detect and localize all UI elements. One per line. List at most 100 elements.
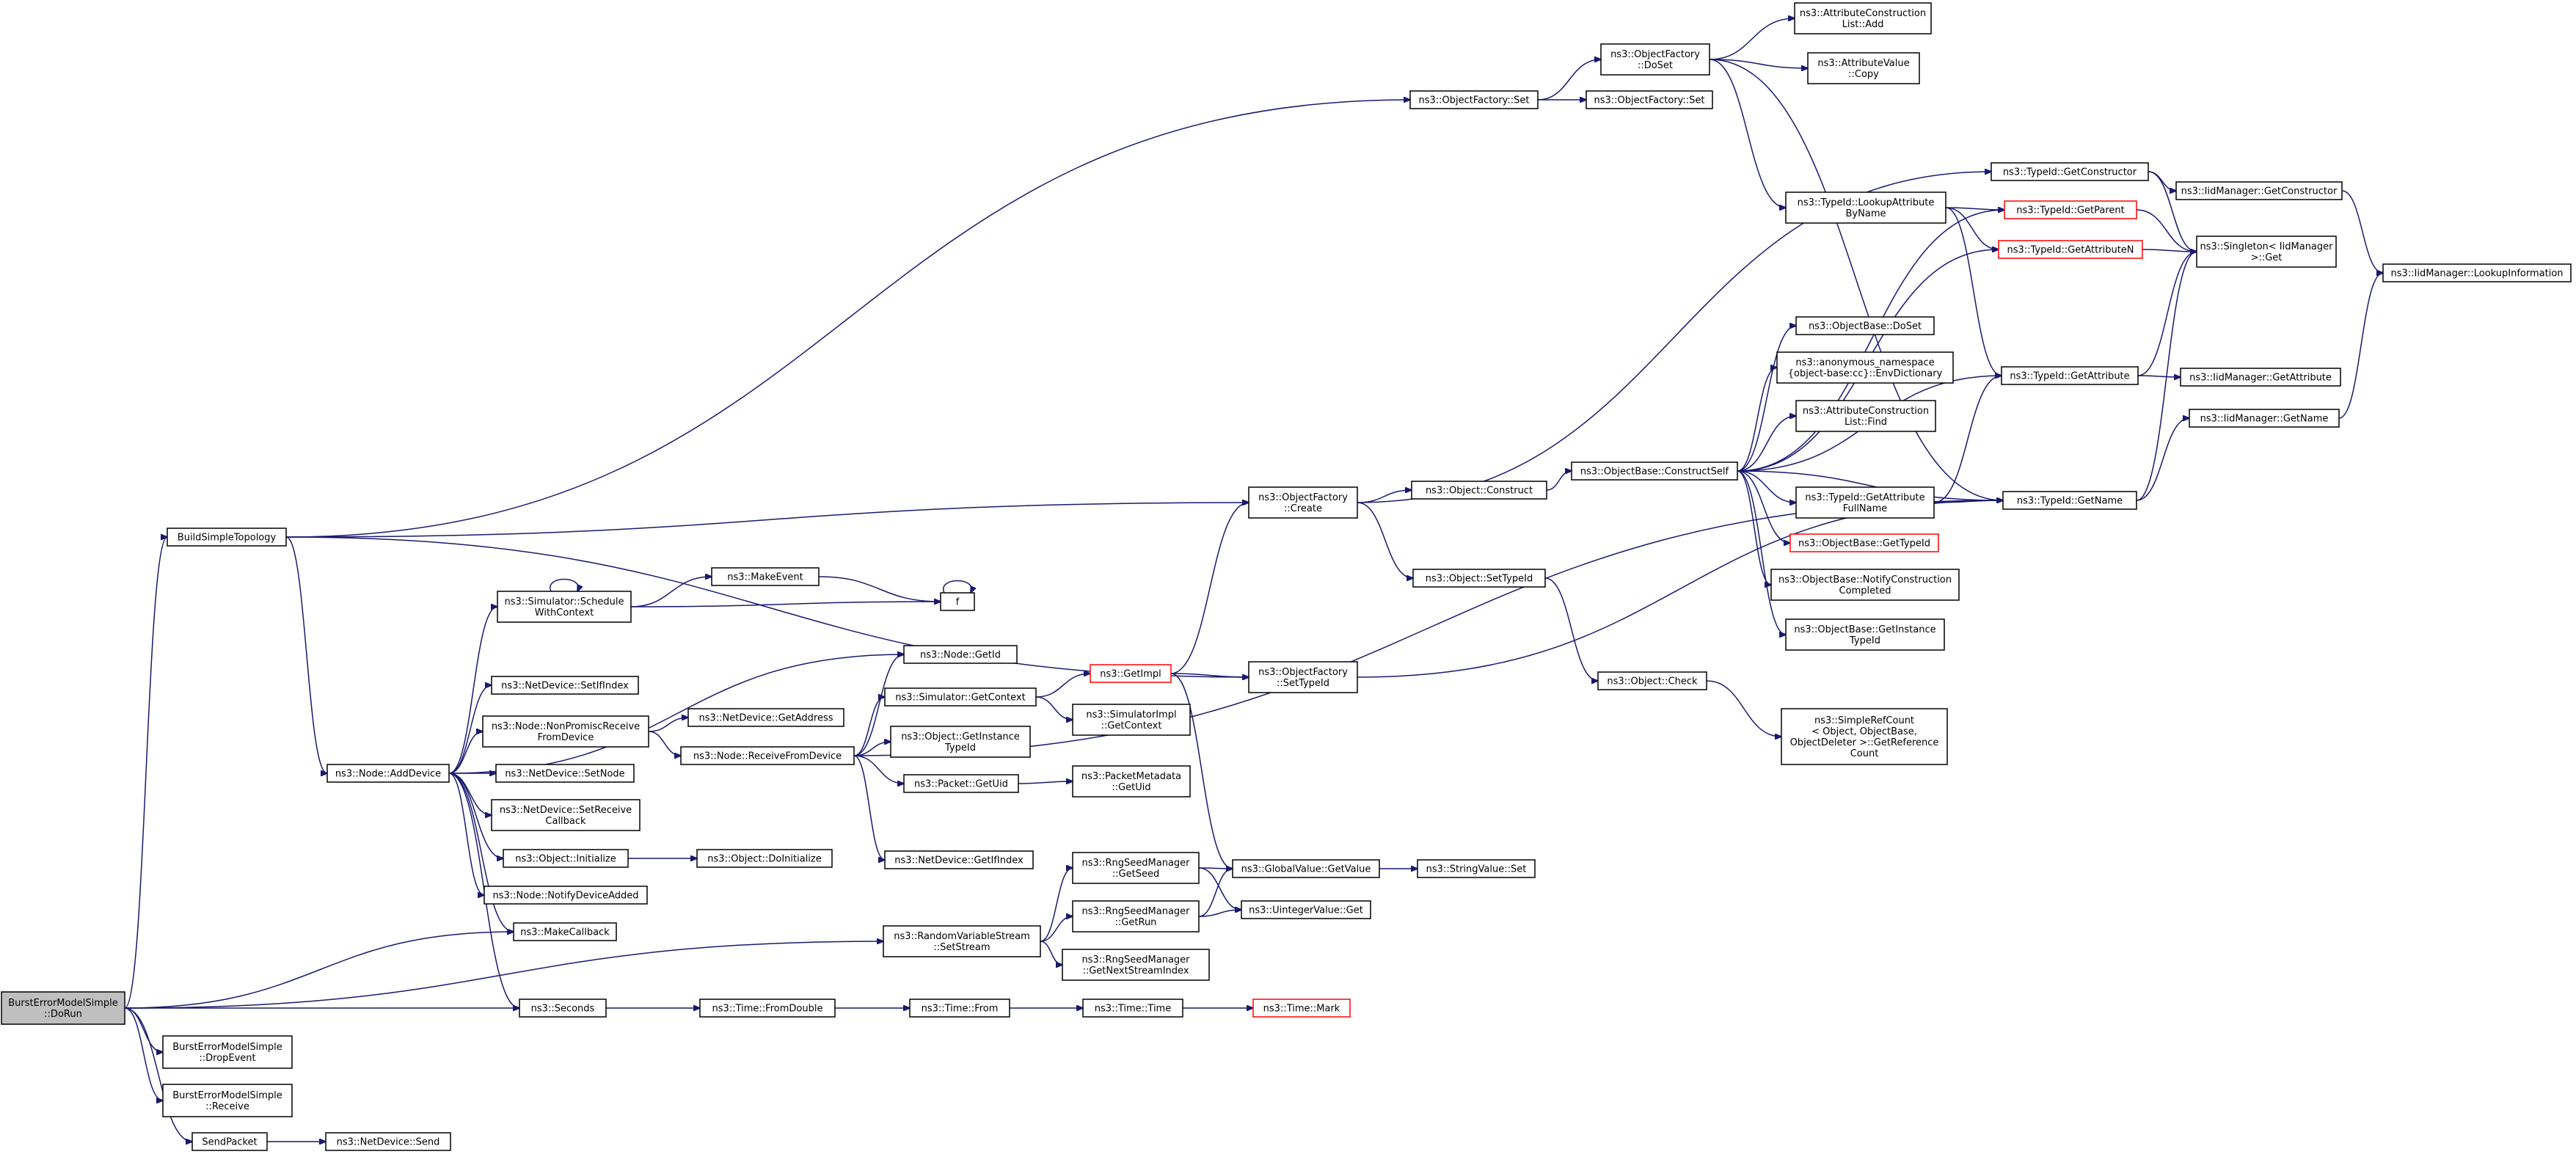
node-rsmnext[interactable]: ns3::RngSeedManager::GetNextStreamIndex: [1062, 949, 1210, 981]
node-timetime[interactable]: ns3::Time::Time: [1082, 999, 1183, 1018]
node-uintget[interactable]: ns3::UintegerValue::Get: [1241, 900, 1371, 919]
node-label: ::Receive: [205, 1101, 249, 1112]
node-ofset[interactable]: ns3::ObjectFactory::Set: [1409, 90, 1539, 109]
node-rsmseed[interactable]: ns3::RngSeedManager::GetSeed: [1072, 852, 1200, 884]
node-tidgetctor[interactable]: ns3::TypeId::GetConstructor: [1991, 162, 2149, 181]
node-label: BurstErrorModelSimple: [172, 1090, 282, 1101]
node-singleton[interactable]: ns3::Singleton< IidManager>::Get: [2196, 236, 2337, 268]
node-ndsend[interactable]: ns3::NetDevice::Send: [325, 1132, 451, 1151]
node-ofcreate[interactable]: ns3::ObjectFactory::Create: [1248, 486, 1358, 519]
node-setifindex[interactable]: ns3::NetDevice::SetIfIndex: [491, 676, 639, 695]
edge-tidlab-to-tidgetattrn: [1945, 207, 1999, 249]
edge-adddev-to-schedwc: [448, 607, 497, 774]
node-objsettid[interactable]: ns3::Object::SetTypeId: [1412, 569, 1546, 588]
node-label: >::Get: [2251, 252, 2283, 263]
node-iidgetname[interactable]: ns3::IidManager::GetName: [2189, 409, 2340, 428]
node-strset[interactable]: ns3::StringValue::Set: [1417, 859, 1536, 878]
node-objconstruct[interactable]: ns3::Object::Construct: [1411, 481, 1547, 500]
node-obnotify[interactable]: ns3::ObjectBase::NotifyConstructionCompl…: [1770, 569, 1960, 601]
node-setnode[interactable]: ns3::NetDevice::SetNode: [495, 764, 635, 783]
node-getaddr[interactable]: ns3::NetDevice::GetAddress: [687, 708, 844, 727]
node-sendpkt[interactable]: SendPacket: [191, 1132, 268, 1151]
node-drop[interactable]: BurstErrorModelSimple::DropEvent: [162, 1035, 293, 1069]
node-simgetctx[interactable]: ns3::Simulator::GetContext: [884, 687, 1037, 707]
node-getimpl[interactable]: ns3::GetImpl: [1090, 664, 1172, 683]
node-nodegetid[interactable]: ns3::Node::GetId: [903, 645, 1018, 664]
node-box: [890, 726, 1031, 758]
node-label: ns3::SimpleRefCount: [1814, 715, 1914, 726]
node-rfd[interactable]: ns3::Node::ReceiveFromDevice: [680, 746, 855, 765]
node-iidgetattr[interactable]: ns3::IidManager::GetAttribute: [2180, 368, 2341, 387]
edge-obcs-to-obgettid: [1737, 470, 1790, 543]
node-objinit[interactable]: ns3::Object::Initialize: [503, 849, 629, 868]
node-avcopy[interactable]: ns3::AttributeValue::Copy: [1807, 52, 1920, 84]
node-rvs[interactable]: ns3::RandomVariableStream::SetStream: [883, 925, 1041, 957]
node-makecb[interactable]: ns3::MakeCallback: [513, 922, 617, 941]
node-siimplctx[interactable]: ns3::SimulatorImpl::GetContext: [1072, 704, 1191, 736]
node-label: ns3::PacketMetadata: [1081, 771, 1181, 782]
node-root[interactable]: BurstErrorModelSimple::DoRun: [1, 991, 125, 1025]
edge-ofcreate-to-objconstruct: [1357, 490, 1412, 503]
node-ndgetif[interactable]: ns3::NetDevice::GetIfIndex: [884, 850, 1034, 869]
node-pmuid[interactable]: ns3::PacketMetadata::GetUid: [1072, 765, 1191, 798]
node-box: [503, 849, 629, 868]
node-label: ::GetRun: [1115, 917, 1157, 928]
node-bst[interactable]: BuildSimpleTopology: [167, 528, 287, 547]
edge-objconstruct-to-obcs: [1546, 471, 1572, 491]
node-label: ns3::Time::From: [922, 1004, 999, 1015]
node-gvget[interactable]: ns3::GlobalValue::GetValue: [1232, 859, 1380, 878]
node-label: ::Copy: [1848, 69, 1879, 80]
node-rsmrun[interactable]: ns3::RngSeedManager::GetRun: [1072, 900, 1200, 932]
edge-simgetctx-to-getimpl: [1035, 674, 1090, 698]
node-ofsettypeid[interactable]: ns3::ObjectFactory::SetTypeId: [1248, 661, 1358, 693]
node-tidgetparent[interactable]: ns3::TypeId::GetParent: [2004, 200, 2137, 219]
node-ofdoset[interactable]: ns3::ObjectFactory::DoSet: [1600, 43, 1710, 76]
node-obcs[interactable]: ns3::ObjectBase::ConstructSelf: [1571, 461, 1738, 481]
node-timemark[interactable]: ns3::Time::Mark: [1252, 999, 1351, 1018]
node-envdict[interactable]: ns3::anonymous_namespace{object-base:cc}…: [1776, 351, 1954, 384]
node-pktgetuid[interactable]: ns3::Packet::GetUid: [903, 774, 1019, 793]
node-iidlookup[interactable]: ns3::IidManager::LookupInformation: [2382, 263, 2572, 282]
node-tidgetname[interactable]: ns3::TypeId::GetName: [2002, 491, 2137, 510]
node-adddev[interactable]: ns3::Node::AddDevice: [326, 764, 450, 783]
node-seconds[interactable]: ns3::Seconds: [519, 999, 607, 1018]
node-box: [1794, 2, 1932, 34]
node-tidgetattr[interactable]: ns3::TypeId::GetAttribute: [2001, 366, 2139, 385]
node-label: ns3::Simulator::Schedule: [504, 596, 624, 607]
node-obgettid[interactable]: ns3::ObjectBase::GetTypeId: [1789, 533, 1939, 552]
node-objcheck[interactable]: ns3::Object::Check: [1597, 671, 1707, 690]
node-ofset2[interactable]: ns3::ObjectFactory::Set: [1586, 90, 1713, 109]
node-label: ns3::Seconds: [531, 1004, 595, 1015]
node-recv[interactable]: BurstErrorModelSimple::Receive: [162, 1084, 293, 1117]
edge-rfd-to-pktgetuid: [853, 755, 904, 784]
node-label: ns3::Object::Check: [1607, 676, 1698, 687]
edge-getimpl-to-ofsettypeid: [1170, 673, 1249, 677]
node-makeevent[interactable]: ns3::MakeEvent: [711, 567, 820, 586]
edge-bst-to-ofcreate: [285, 503, 1249, 538]
node-f[interactable]: f: [940, 592, 975, 611]
node-doinit[interactable]: ns3::Object::DoInitialize: [696, 849, 833, 868]
node-box: [1072, 765, 1191, 798]
node-timefrom[interactable]: ns3::Time::From: [909, 999, 1010, 1018]
node-timefd[interactable]: ns3::Time::FromDouble: [699, 999, 836, 1018]
node-label: BurstErrorModelSimple: [172, 1042, 282, 1053]
edge-obcs-to-obnotify: [1737, 470, 1771, 585]
node-obdoset[interactable]: ns3::ObjectBase::DoSet: [1795, 316, 1935, 335]
node-label: ns3::IidManager::LookupInformation: [2390, 269, 2563, 280]
node-label: FromDevice: [538, 732, 594, 743]
node-tidgetattrn[interactable]: ns3::TypeId::GetAttributeN: [1998, 240, 2143, 259]
node-box: [1770, 569, 1960, 601]
node-simplerc[interactable]: ns3::SimpleRefCount< Object, ObjectBase,…: [1781, 708, 1948, 765]
node-box: [2382, 263, 2572, 282]
node-iidgetctor[interactable]: ns3::IidManager::GetConstructor: [2175, 181, 2343, 200]
node-notifyadd[interactable]: ns3::Node::NotifyDeviceAdded: [484, 886, 648, 905]
